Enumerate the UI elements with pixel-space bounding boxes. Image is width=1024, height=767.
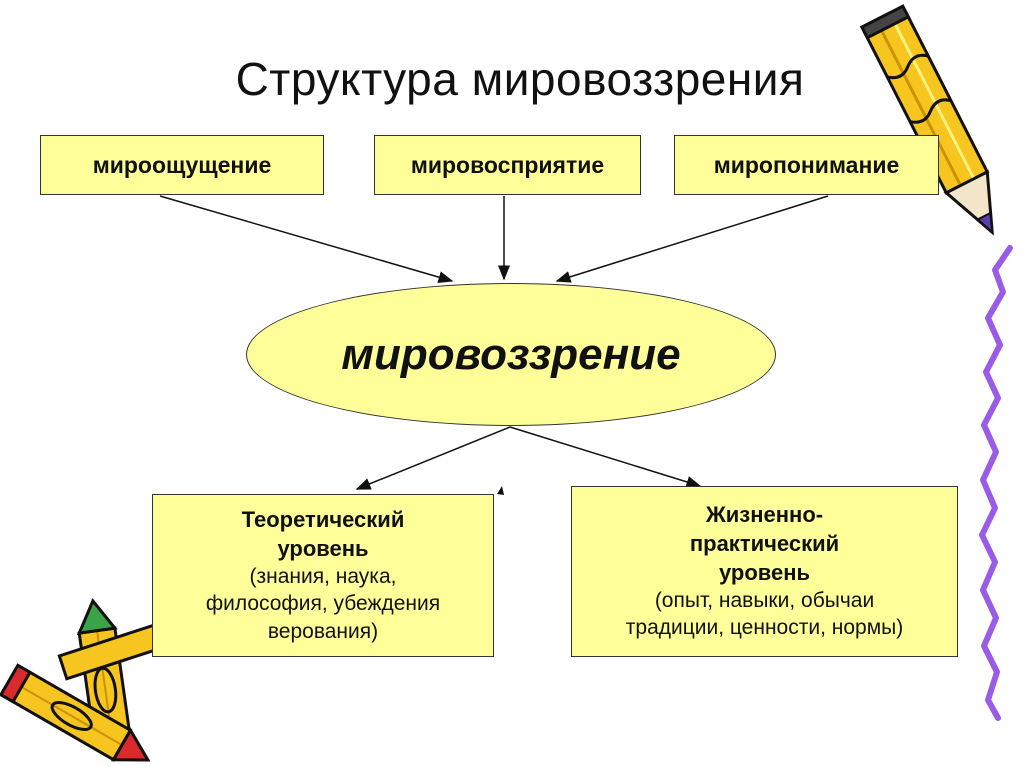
theoretical-detail-line-2: философия, убеждения — [205, 592, 441, 616]
practical-detail-line-1: (опыт, навыки, обычаи — [654, 589, 875, 613]
practical-heading-line-2: практический — [689, 530, 840, 556]
theoretical-heading-line-2: уровень — [277, 535, 369, 561]
arrow-to-theoretical — [355, 426, 511, 490]
page-title: Структура мировоззрения — [235, 53, 805, 105]
theoretical-detail-line-1: (знания, наука, — [249, 565, 397, 589]
squiggle-line-decoration — [979, 245, 1013, 721]
arrow-from-miroponimanie — [555, 195, 829, 283]
box-theoretical-level: Теоретический уровень (знания, наука, фи… — [152, 494, 494, 657]
box-mirovospriyatie: мировосприятие — [374, 135, 641, 195]
theoretical-heading-line-1: Теоретический — [241, 506, 405, 532]
arrow-to-practical — [509, 426, 702, 488]
theoretical-detail-line-3: верования) — [267, 619, 379, 643]
box-practical-level: Жизненно- практический уровень (опыт, на… — [571, 486, 958, 657]
box-mirooshchushchenie: мироощущение — [40, 135, 324, 195]
pencil-icon — [859, 4, 994, 236]
stray-arrowhead — [497, 486, 504, 495]
center-label: мировоззрение — [341, 329, 681, 379]
center-ellipse: мировоззрение — [246, 283, 776, 426]
pencil-cluster-icon — [0, 598, 183, 762]
practical-heading-line-3: уровень — [718, 559, 811, 585]
practical-detail-line-2: традиции, ценности, нормы) — [625, 616, 904, 640]
practical-heading-line-1: Жизненно- — [705, 502, 824, 528]
box-miroponimanie: миропонимание — [674, 135, 939, 195]
arrow-from-mirooshchushchenie — [159, 195, 454, 283]
